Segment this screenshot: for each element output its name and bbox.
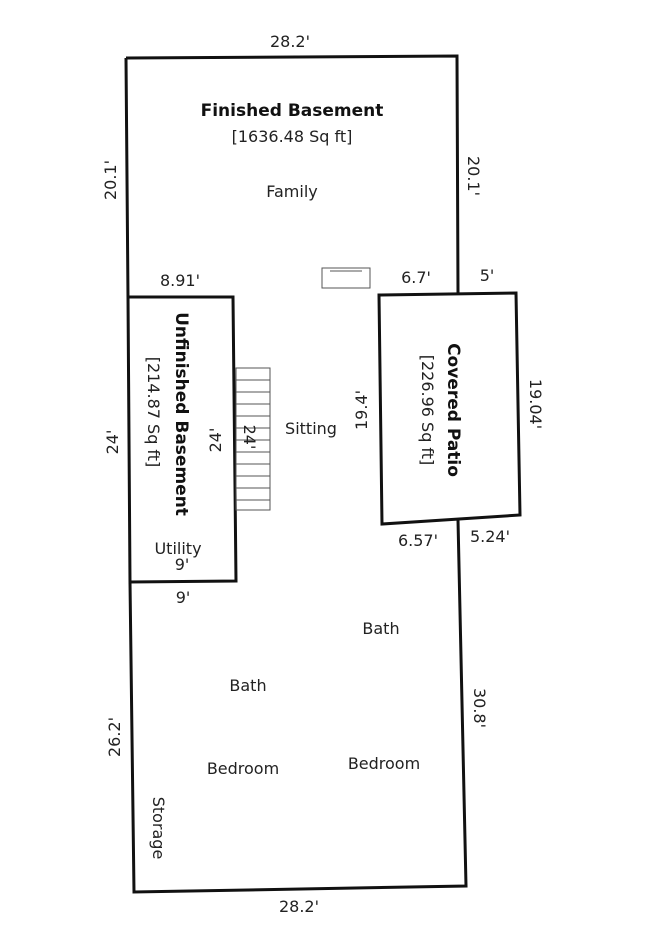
dim-top: 28.2'	[270, 32, 310, 51]
covered-patio-area: [226.96 Sq ft]	[418, 355, 437, 466]
dim-patio-right: 19.04'	[526, 379, 545, 429]
dim-bottom: 28.2'	[279, 897, 319, 916]
room-utility: Utility	[154, 539, 201, 558]
dim-unfinished-top: 8.91'	[160, 271, 200, 290]
unfinished-basement-area: [214.87 Sq ft]	[144, 357, 163, 468]
room-storage: Storage	[149, 797, 168, 860]
unfinished-basement-title: Unfinished Basement	[171, 312, 191, 516]
dim-unfinished-bottom-inner: 9'	[175, 555, 190, 574]
room-bedroom-left: Bedroom	[207, 759, 279, 778]
covered-patio-title: Covered Patio	[443, 343, 463, 477]
finished-basement-title: Finished Basement	[201, 101, 384, 121]
room-family: Family	[266, 182, 317, 201]
room-bath-left: Bath	[229, 676, 266, 695]
dim-right-lower: 30.8'	[470, 688, 489, 728]
room-bedroom-right: Bedroom	[348, 754, 420, 773]
covered-patio-outline	[377, 291, 522, 526]
room-sitting: Sitting	[285, 419, 337, 438]
stairs	[235, 367, 271, 511]
dim-right-upper: 20.1'	[464, 156, 483, 196]
dim-patio-left: 19.4'	[352, 390, 371, 430]
room-bath-right: Bath	[362, 619, 399, 638]
dim-notch-top: 6.7'	[401, 268, 431, 287]
dim-left-lower: 26.2'	[105, 717, 124, 757]
dim-unfinished-right: 24'	[206, 428, 225, 453]
dim-left-upper: 20.1'	[101, 160, 120, 200]
finished-basement-area: [1636.48 Sq ft]	[232, 127, 353, 146]
finished-basement-outline	[124, 54, 468, 894]
dim-unfinished-left: 24'	[103, 430, 122, 455]
dim-patio-bottom-left: 6.57'	[398, 531, 438, 550]
dim-patio-top: 5'	[480, 266, 495, 285]
dim-stairs: 24'	[240, 425, 259, 450]
unfinished-basement-outline	[126, 295, 238, 584]
dim-unfinished-bottom: 9'	[176, 588, 191, 607]
dim-patio-bottom-right: 5.24'	[470, 527, 510, 546]
fireplace-icon	[321, 267, 371, 289]
